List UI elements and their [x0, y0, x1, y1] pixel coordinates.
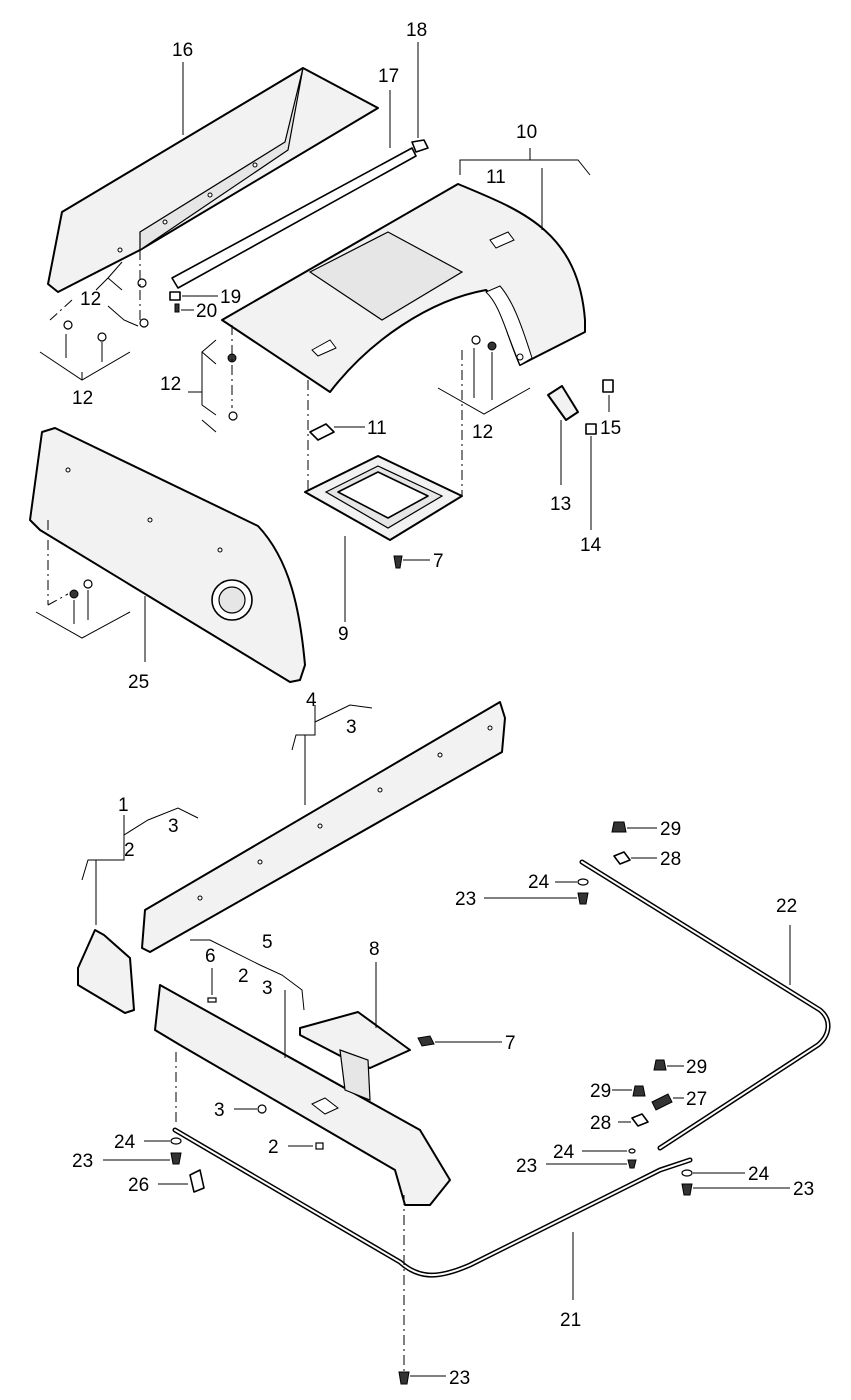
- callout-21: 21: [560, 1310, 581, 1331]
- part-6-grommet: [207, 997, 217, 1003]
- fastener-23-top: [577, 892, 589, 905]
- callout-9: 9: [338, 624, 349, 645]
- fastener-23-left: [170, 1152, 182, 1165]
- part-17-trim-strip: [171, 147, 417, 289]
- callout-28-low: 28: [590, 1113, 611, 1134]
- fastener-23-bottom: [398, 1371, 410, 1385]
- callout-20: 20: [196, 301, 217, 322]
- callout-26: 26: [128, 1175, 149, 1196]
- callout-2-bracket: 2: [124, 840, 135, 861]
- part-15-clip: [602, 379, 614, 393]
- fastener-group-12-middle-left: [227, 353, 238, 421]
- callout-29-top: 29: [660, 819, 681, 840]
- callout-8: 8: [369, 939, 380, 960]
- part-20-pin: [174, 303, 180, 313]
- part-9-sunroof-frame: [304, 455, 463, 541]
- part-5-sill-trim: [154, 984, 451, 1206]
- callout-12-middle-left: 12: [160, 374, 181, 395]
- fastener-29-low: [632, 1085, 646, 1097]
- part-4-sill-rail: [141, 701, 506, 953]
- fastener-24-right: [681, 1169, 693, 1177]
- callout-29-mid: 29: [686, 1057, 707, 1078]
- part-3-plug: [257, 1104, 267, 1114]
- callout-24-mid: 24: [553, 1142, 575, 1163]
- part-11-pad: [309, 423, 335, 441]
- callout-7-bracket: 7: [505, 1033, 516, 1054]
- callout-28-top: 28: [660, 849, 681, 870]
- fastener-24-mid: [628, 1148, 636, 1154]
- fastener-24-left: [170, 1137, 182, 1145]
- callout-23-top: 23: [455, 889, 476, 910]
- callout-12-left-top: 12: [80, 289, 101, 310]
- part-26-clip: [189, 1169, 205, 1193]
- fastener-28-top: [613, 851, 631, 865]
- callout-10: 10: [516, 122, 537, 143]
- callout-14: 14: [580, 535, 602, 556]
- callout-27: 27: [686, 1089, 707, 1110]
- callout-4: 4: [306, 690, 317, 711]
- callout-18: 18: [406, 20, 427, 41]
- callout-12-left-bottom: 12: [72, 388, 93, 409]
- callout-23-mid: 23: [516, 1156, 537, 1177]
- callout-6: 6: [205, 946, 216, 967]
- callout-3-bracket: 3: [168, 816, 179, 837]
- callout-17: 17: [378, 66, 399, 87]
- callout-2-trim: 2: [238, 966, 249, 987]
- callout-24-left: 24: [114, 1132, 136, 1153]
- fastener-group-12-middle-right: [471, 335, 524, 361]
- callout-29-low: 29: [590, 1081, 611, 1102]
- callout-23-left: 23: [72, 1151, 93, 1172]
- callout-22: 22: [776, 896, 797, 917]
- callout-15: 15: [600, 418, 621, 439]
- callout-7-frame: 7: [433, 551, 444, 572]
- part-1-corner-bracket: [77, 929, 135, 1014]
- fastener-24-top: [577, 878, 589, 886]
- callout-11-side: 11: [367, 418, 387, 439]
- fastener-7-bracket: [417, 1035, 435, 1047]
- part-18-end-cap: [411, 139, 429, 153]
- callout-23-right: 23: [793, 1179, 814, 1200]
- part-25-side-trim-panel: [29, 427, 306, 683]
- callout-24-top: 24: [528, 872, 550, 893]
- part-13-wedge: [547, 385, 579, 421]
- callout-23-bottom: 23: [449, 1368, 470, 1389]
- callout-24-right: 24: [748, 1164, 770, 1185]
- part-16-side-trim-panel: [47, 67, 379, 293]
- callout-12-middle-right: 12: [472, 422, 493, 443]
- part-19-clip: [169, 291, 181, 301]
- callout-3-trim: 3: [262, 978, 273, 999]
- part-10-roof-panel: [221, 183, 586, 393]
- part-14-clip: [585, 423, 597, 435]
- part-2-plug: [315, 1142, 324, 1150]
- callout-2-plug: 2: [268, 1137, 279, 1158]
- fastener-group-12-left-top: [63, 278, 149, 342]
- fastener-group-12-lower: [69, 579, 93, 599]
- fastener-23-mid: [627, 1159, 637, 1169]
- callout-25: 25: [128, 672, 149, 693]
- fastener-23-right: [681, 1183, 693, 1196]
- fastener-7-frame: [393, 555, 403, 569]
- fastener-29-top: [611, 821, 627, 833]
- fastener-29-mid: [653, 1059, 667, 1071]
- callout-11-top: 11: [486, 167, 506, 188]
- callout-16: 16: [172, 40, 193, 61]
- callout-3-plug: 3: [214, 1100, 225, 1121]
- callout-13: 13: [550, 494, 571, 515]
- fastener-28-low: [631, 1113, 649, 1127]
- callout-19: 19: [220, 287, 241, 308]
- callout-5: 5: [262, 932, 273, 953]
- part-27-clip: [651, 1093, 673, 1111]
- callout-1: 1: [118, 795, 129, 816]
- part-8-mounting-bracket: [299, 1011, 411, 1101]
- callout-3-rail: 3: [346, 717, 357, 738]
